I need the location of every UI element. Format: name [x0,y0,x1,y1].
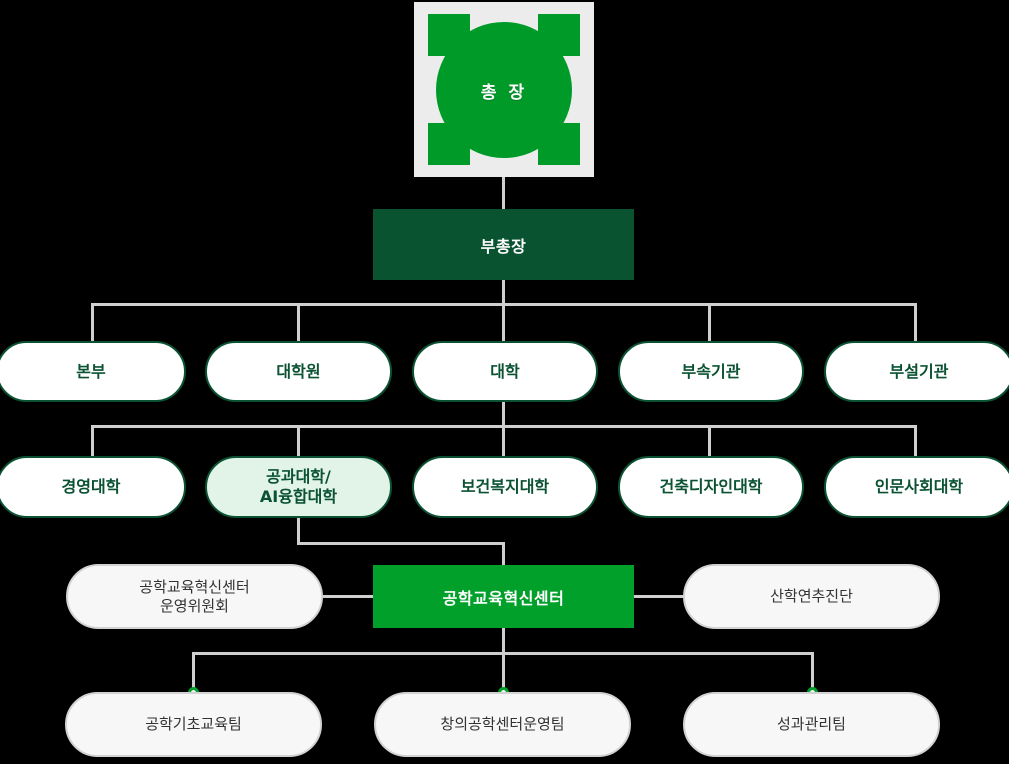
president-circle: 총 장 [436,22,572,158]
college-label: 보건복지대학 [460,477,550,496]
college-node-humanities-social[interactable]: 인문사회대학 [824,456,1009,518]
connector-president-to-vice [502,177,505,210]
division-node-bonbu[interactable]: 본부 [0,341,186,402]
division-label: 대학 [490,361,520,381]
connector-center-to-industry [633,595,685,598]
connector-drop-division-4 [914,303,917,341]
college-node-architecture-design[interactable]: 건축디자인대학 [618,456,804,518]
college-label-line2: AI융합대학 [259,487,338,506]
president-node[interactable]: 총 장 [414,2,594,177]
college-label-line1: 공과대학/ [266,467,331,486]
connector-drop-division-2 [502,303,505,341]
connector-drop-division-3 [708,303,711,341]
college-node-engineering-ai[interactable]: 공과대학/ AI융합대학 [205,456,392,518]
team-label: 공학기초교육팀 [145,715,242,734]
vice-president-label: 부총장 [480,236,527,256]
college-label: 인문사회대학 [874,477,964,496]
division-label: 부속기관 [681,361,741,381]
team-label: 창의공학센터운영팀 [440,715,565,734]
division-node-graduate-school[interactable]: 대학원 [205,341,392,402]
college-node-business[interactable]: 경영대학 [0,456,186,518]
college-label: 건축디자인대학 [659,477,763,496]
industry-cooperation-node[interactable]: 산학연추진단 [683,564,940,629]
connector-drop-college-4 [914,425,917,457]
connector-drop-college-0 [91,425,94,457]
connector-engineering-drop [297,518,300,545]
division-label: 부설기관 [889,361,949,381]
team-node-performance-management[interactable]: 성과관리팀 [683,692,940,757]
committee-node[interactable]: 공학교육혁신센터 운영위원회 [66,564,323,629]
innovation-center-node[interactable]: 공학교육혁신센터 [373,565,634,628]
connector-center-drop [502,628,505,655]
connector-drop-team-0 [192,652,195,690]
industry-cooperation-label: 산학연추진단 [770,587,853,606]
connector-drop-college-1 [297,425,300,457]
committee-label-multiline: 공학교육혁신센터 운영위원회 [139,578,249,616]
division-node-university[interactable]: 대학 [412,341,598,402]
division-node-attached[interactable]: 부설기관 [824,341,1009,402]
connector-drop-college-2 [502,425,505,457]
college-label: 경영대학 [61,477,121,496]
team-node-creative-engineering-center[interactable]: 창의공학센터운영팀 [374,692,631,757]
team-label: 성과관리팀 [776,715,846,734]
vice-president-node[interactable]: 부총장 [373,209,634,280]
connector-innovation-center-drop [502,542,505,567]
president-label: 총 장 [480,82,528,103]
connector-university-drop [502,402,505,426]
connector-drop-division-0 [91,303,94,341]
team-node-basic-engineering-education[interactable]: 공학기초교육팀 [65,692,322,757]
connector-drop-team-1 [502,652,505,690]
college-node-health-welfare[interactable]: 보건복지대학 [412,456,598,518]
connector-drop-division-1 [297,303,300,341]
connector-drop-team-2 [811,652,814,690]
division-node-affiliated[interactable]: 부속기관 [618,341,804,402]
connector-drop-college-3 [708,425,711,457]
committee-label-line2: 운영위원회 [159,596,229,615]
connector-engineering-elbow [297,542,505,545]
division-label: 대학원 [276,361,321,381]
college-label-multiline: 공과대학/ AI융합대학 [260,467,337,507]
connector-committee-to-center [321,595,374,598]
division-label: 본부 [76,361,106,381]
connector-vice-drop [502,280,505,304]
innovation-center-label: 공학교육혁신센터 [442,588,565,608]
committee-label-line1: 공학교육혁신센터 [139,577,250,596]
